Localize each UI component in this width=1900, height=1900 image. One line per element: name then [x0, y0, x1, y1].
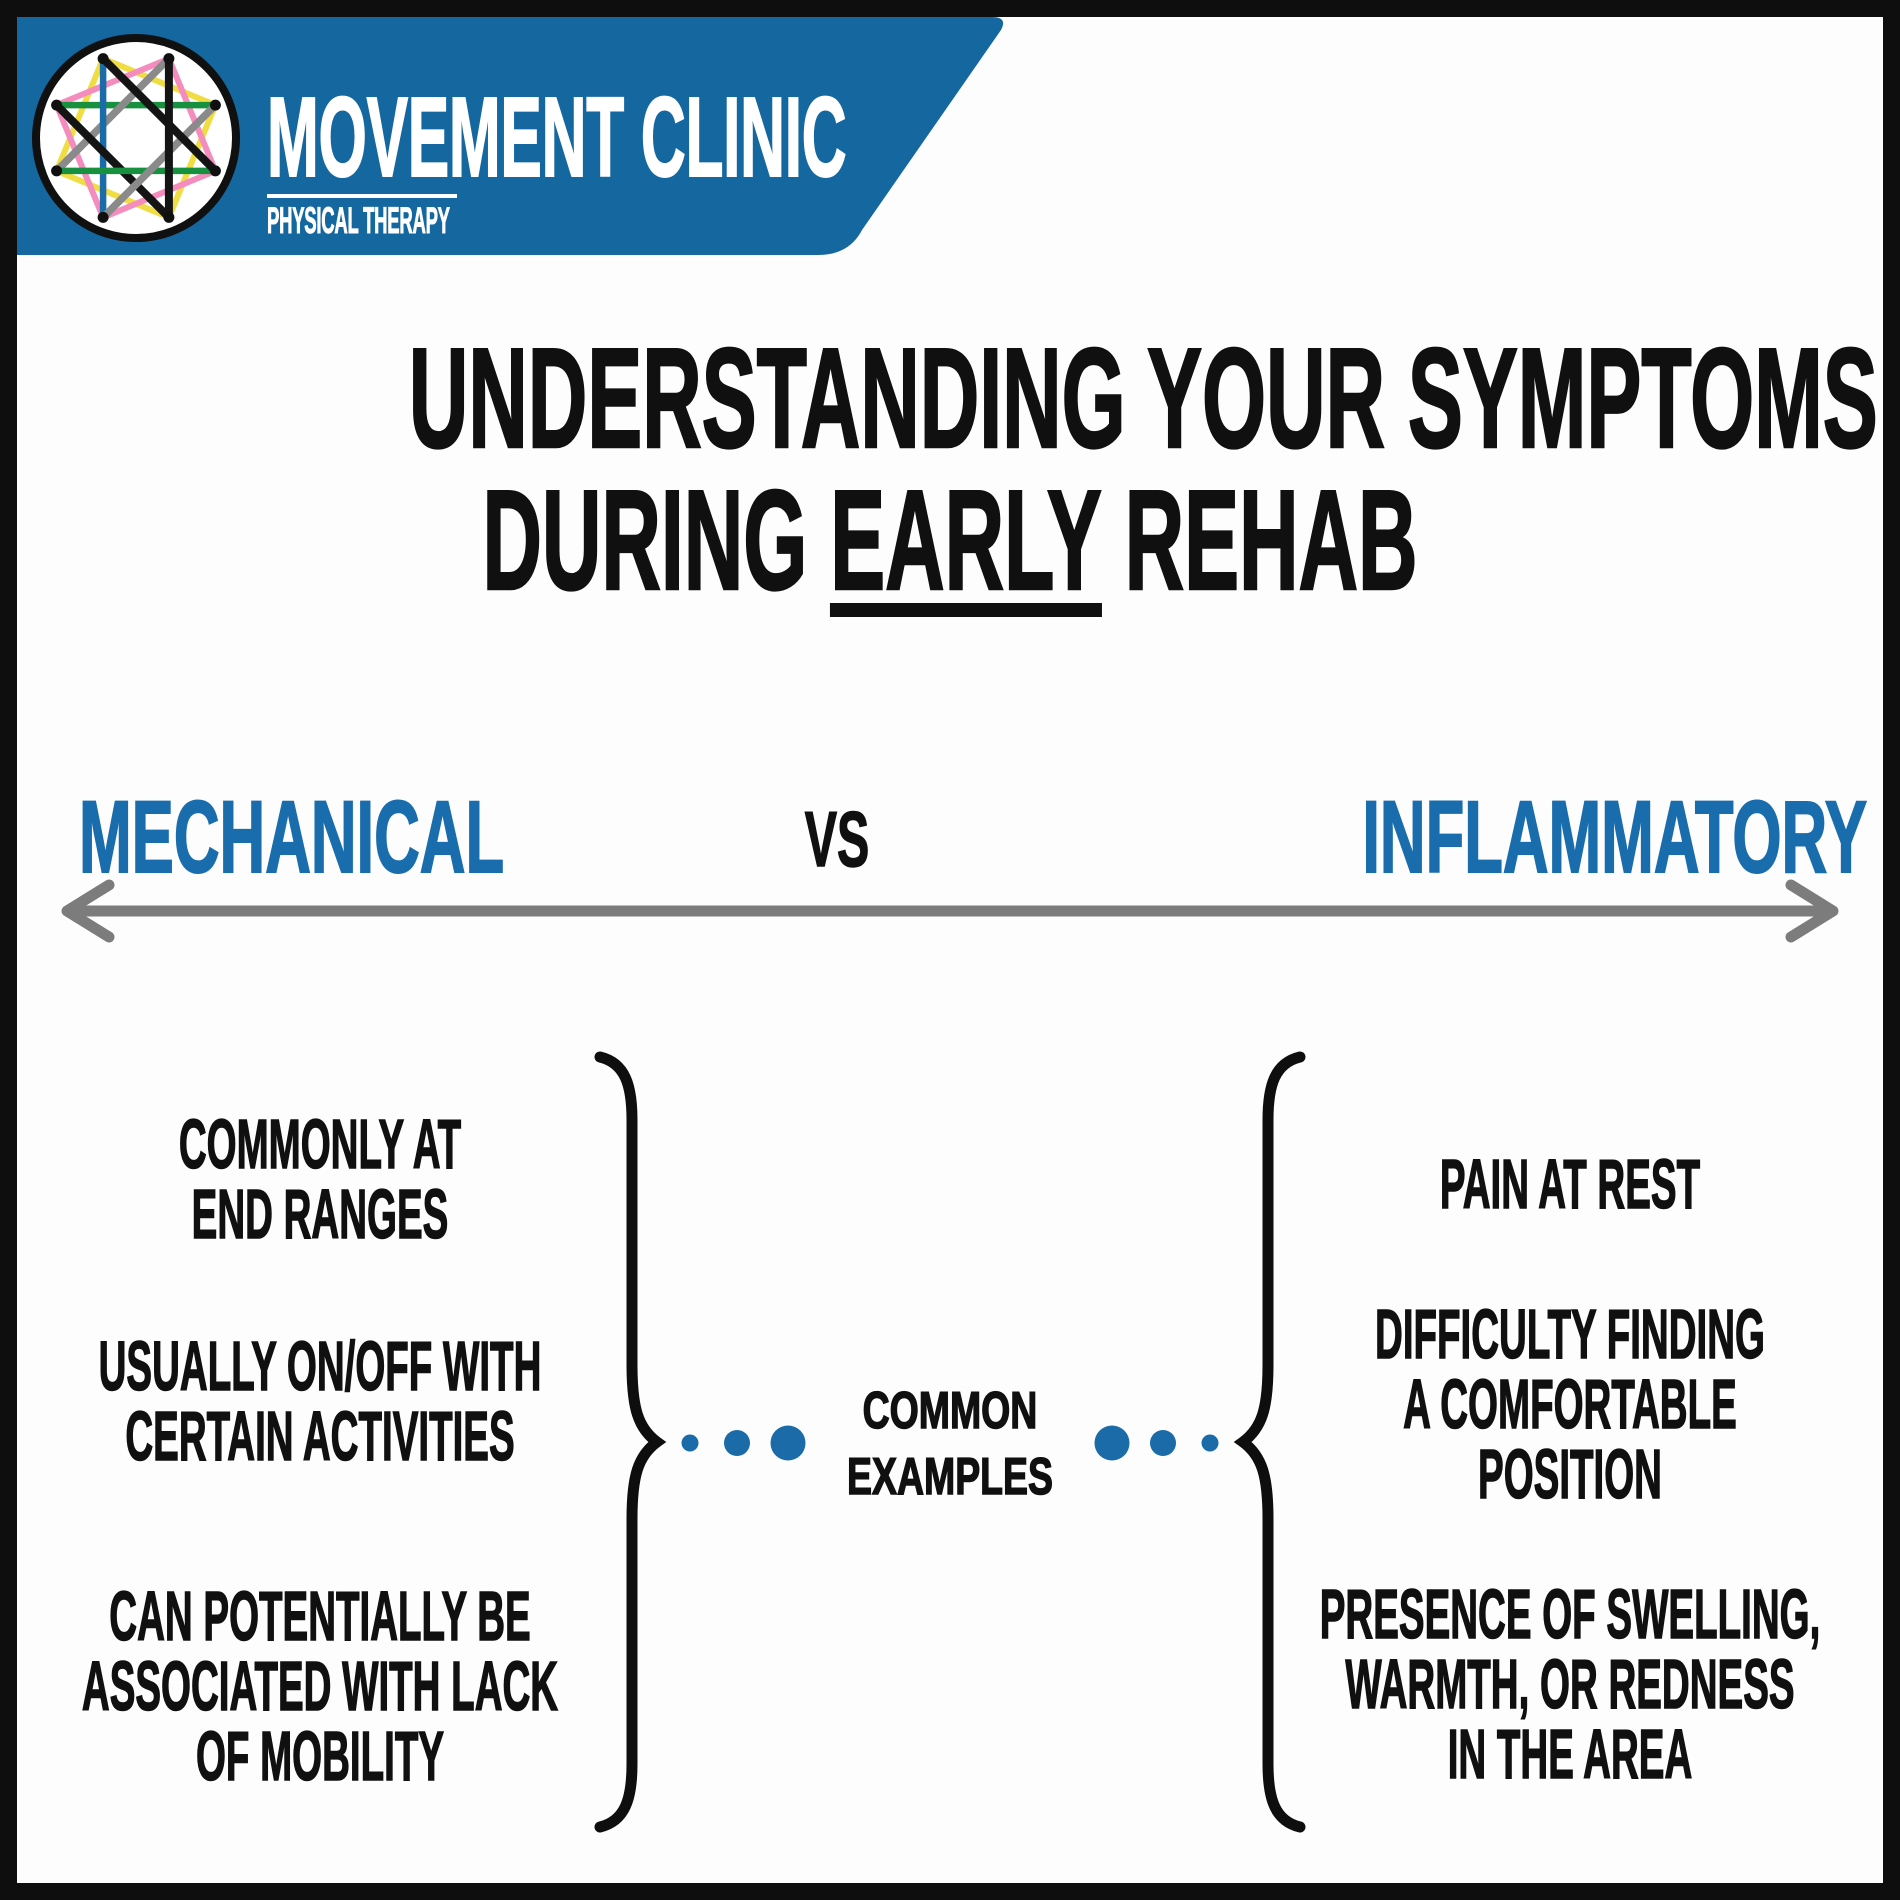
shape-layer — [17, 17, 1839, 1833]
label-vs: VS — [804, 795, 870, 883]
list-line: POSITION — [1478, 1435, 1663, 1513]
spectrum-arrow — [61, 879, 1839, 943]
list-line: USUALLY ON/OFF WITH — [98, 1327, 542, 1405]
list-line: CERTAIN ACTIVITIES — [125, 1397, 515, 1475]
label-inflammatory: INFLAMMATORY — [1362, 780, 1868, 894]
header-banner — [17, 17, 1004, 255]
common-examples-line2: EXAMPLES — [846, 1447, 1053, 1507]
list-line: DIFFICULTY FINDING — [1375, 1295, 1766, 1373]
list-line: PRESENCE OF SWELLING, — [1319, 1575, 1821, 1653]
title-early-underlined: EARLY — [829, 461, 1103, 620]
ellipsis-dots-right-icon — [1094, 1425, 1219, 1461]
brand-name: MOVEMENT CLINIC — [266, 74, 847, 200]
list-line: ASSOCIATED WITH LACK — [81, 1647, 559, 1725]
label-mechanical: MECHANICAL — [78, 780, 505, 894]
mechanical-item-2: USUALLY ON/OFF WITH CERTAIN ACTIVITIES — [45, 1327, 595, 1475]
brand-divider — [267, 194, 457, 198]
list-line: CAN POTENTIALLY BE — [109, 1577, 531, 1655]
page-title-line2: DURING EARLY REHAB — [409, 461, 1491, 620]
page-title-line1: UNDERSTANDING YOUR SYMPTOMS — [408, 319, 1878, 478]
list-line: OF MOBILITY — [195, 1717, 445, 1795]
inflammatory-item-3: PRESENCE OF SWELLING, WARMTH, OR REDNESS… — [1295, 1575, 1845, 1793]
inflammatory-item-1: PAIN AT REST — [1295, 1145, 1845, 1223]
left-brace-icon — [594, 1051, 667, 1833]
title-during: DURING — [482, 461, 831, 620]
brand-subtitle: PHYSICAL THERAPY — [267, 200, 450, 241]
list-line: PAIN AT REST — [1439, 1145, 1701, 1223]
inflammatory-item-2: DIFFICULTY FINDING A COMFORTABLE POSITIO… — [1295, 1295, 1845, 1513]
mechanical-item-3: CAN POTENTIALLY BE ASSOCIATED WITH LACK … — [45, 1577, 595, 1795]
clinic-logo-icon — [32, 34, 240, 242]
list-line: COMMONLY AT — [178, 1105, 462, 1183]
list-line: IN THE AREA — [1447, 1715, 1693, 1793]
list-line: A COMFORTABLE — [1403, 1365, 1737, 1443]
list-line: END RANGES — [191, 1175, 449, 1253]
list-line: WARMTH, OR REDNESS — [1345, 1645, 1795, 1723]
mechanical-item-1: COMMONLY AT END RANGES — [45, 1105, 595, 1253]
common-examples-label: COMMON EXAMPLES — [590, 1378, 1310, 1510]
title-rehab: REHAB — [1101, 461, 1418, 620]
common-examples-line1: COMMON — [862, 1381, 1038, 1441]
ellipsis-dots-left-icon — [681, 1425, 806, 1461]
right-brace-icon — [1233, 1051, 1306, 1833]
